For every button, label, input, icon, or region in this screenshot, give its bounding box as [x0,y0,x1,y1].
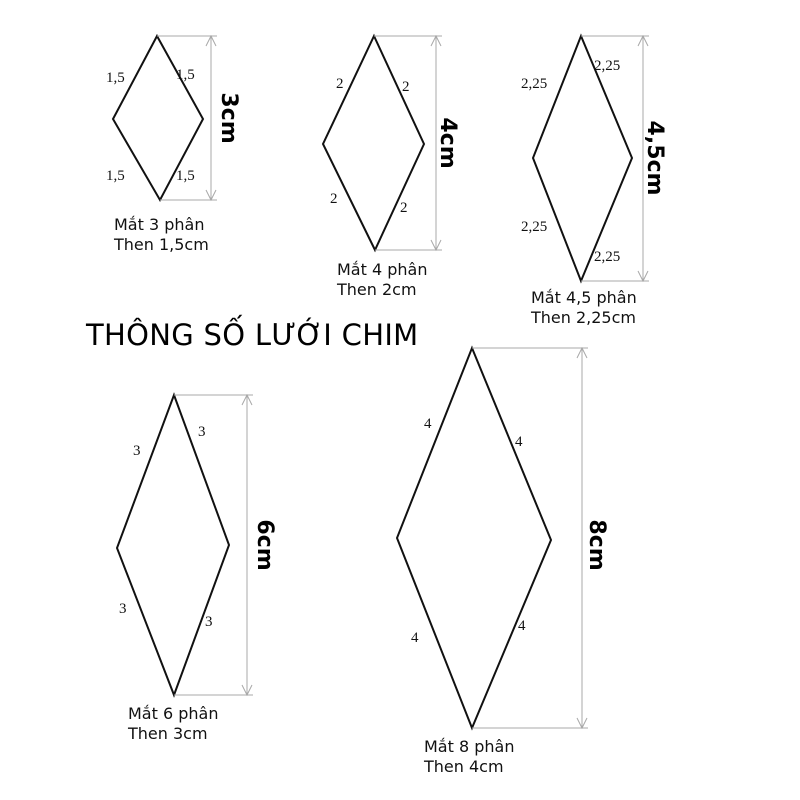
arrow-up-icon [576,346,588,359]
mesh-caption-line: Then 2cm [336,280,417,299]
mesh-caption-line: Then 2,25cm [530,308,636,327]
diamond-shape [321,33,426,253]
edge-length-label: 2,25 [521,219,547,235]
edge-length-label: 2,25 [594,58,620,74]
edge-length-label: 4 [518,618,526,634]
height-label: 3cm [216,92,241,143]
mesh-caption-line: Then 1,5cm [113,235,209,254]
height-label: 8cm [584,519,609,570]
mesh-caption-line: Mắt 3 phân [114,215,204,234]
edge-length-label: 2 [336,76,344,92]
mesh-caption-line: Then 4cm [423,757,504,776]
edge-length-label: 3 [119,601,127,617]
arrow-down-icon [205,189,217,202]
edge-length-label: 3 [133,443,141,459]
arrow-up-icon [241,393,253,406]
edge-length-label: 3 [198,424,206,440]
arrow-down-icon [637,270,649,283]
edge-length-label: 1,5 [176,168,195,184]
edge-length-label: 1,5 [106,168,125,184]
diamond-shape [395,345,553,731]
height-label: 6cm [252,519,277,570]
mesh-caption-line: Mắt 4,5 phân [531,288,637,307]
height-label: 4,5cm [642,121,667,196]
edge-length-label: 2,25 [521,76,547,92]
mesh-caption-line: Mắt 8 phân [424,737,514,756]
height-label: 4cm [435,117,460,168]
edge-length-label: 1,5 [106,70,125,86]
arrow-up-icon [430,34,442,47]
arrow-down-icon [576,717,588,730]
arrow-down-icon [241,684,253,697]
mesh-caption-line: Mắt 6 phân [128,704,218,723]
edge-length-label: 3 [205,614,213,630]
diagram-title: THÔNG SỐ LƯỚI CHIM [86,318,419,352]
edge-length-label: 2 [400,200,408,216]
edge-length-label: 4 [411,630,419,646]
mesh-caption-line: Then 3cm [127,724,208,743]
mesh-caption-line: Mắt 4 phân [337,260,427,279]
diamond-shape [115,392,231,698]
edge-length-label: 2 [402,79,410,95]
arrow-up-icon [205,34,217,47]
edge-length-label: 1,5 [176,67,195,83]
edge-length-label: 2 [330,191,338,207]
arrow-down-icon [430,239,442,252]
edge-length-label: 4 [424,416,432,432]
edge-length-label: 2,25 [594,249,620,265]
arrow-up-icon [637,34,649,47]
edge-length-label: 4 [515,434,523,450]
